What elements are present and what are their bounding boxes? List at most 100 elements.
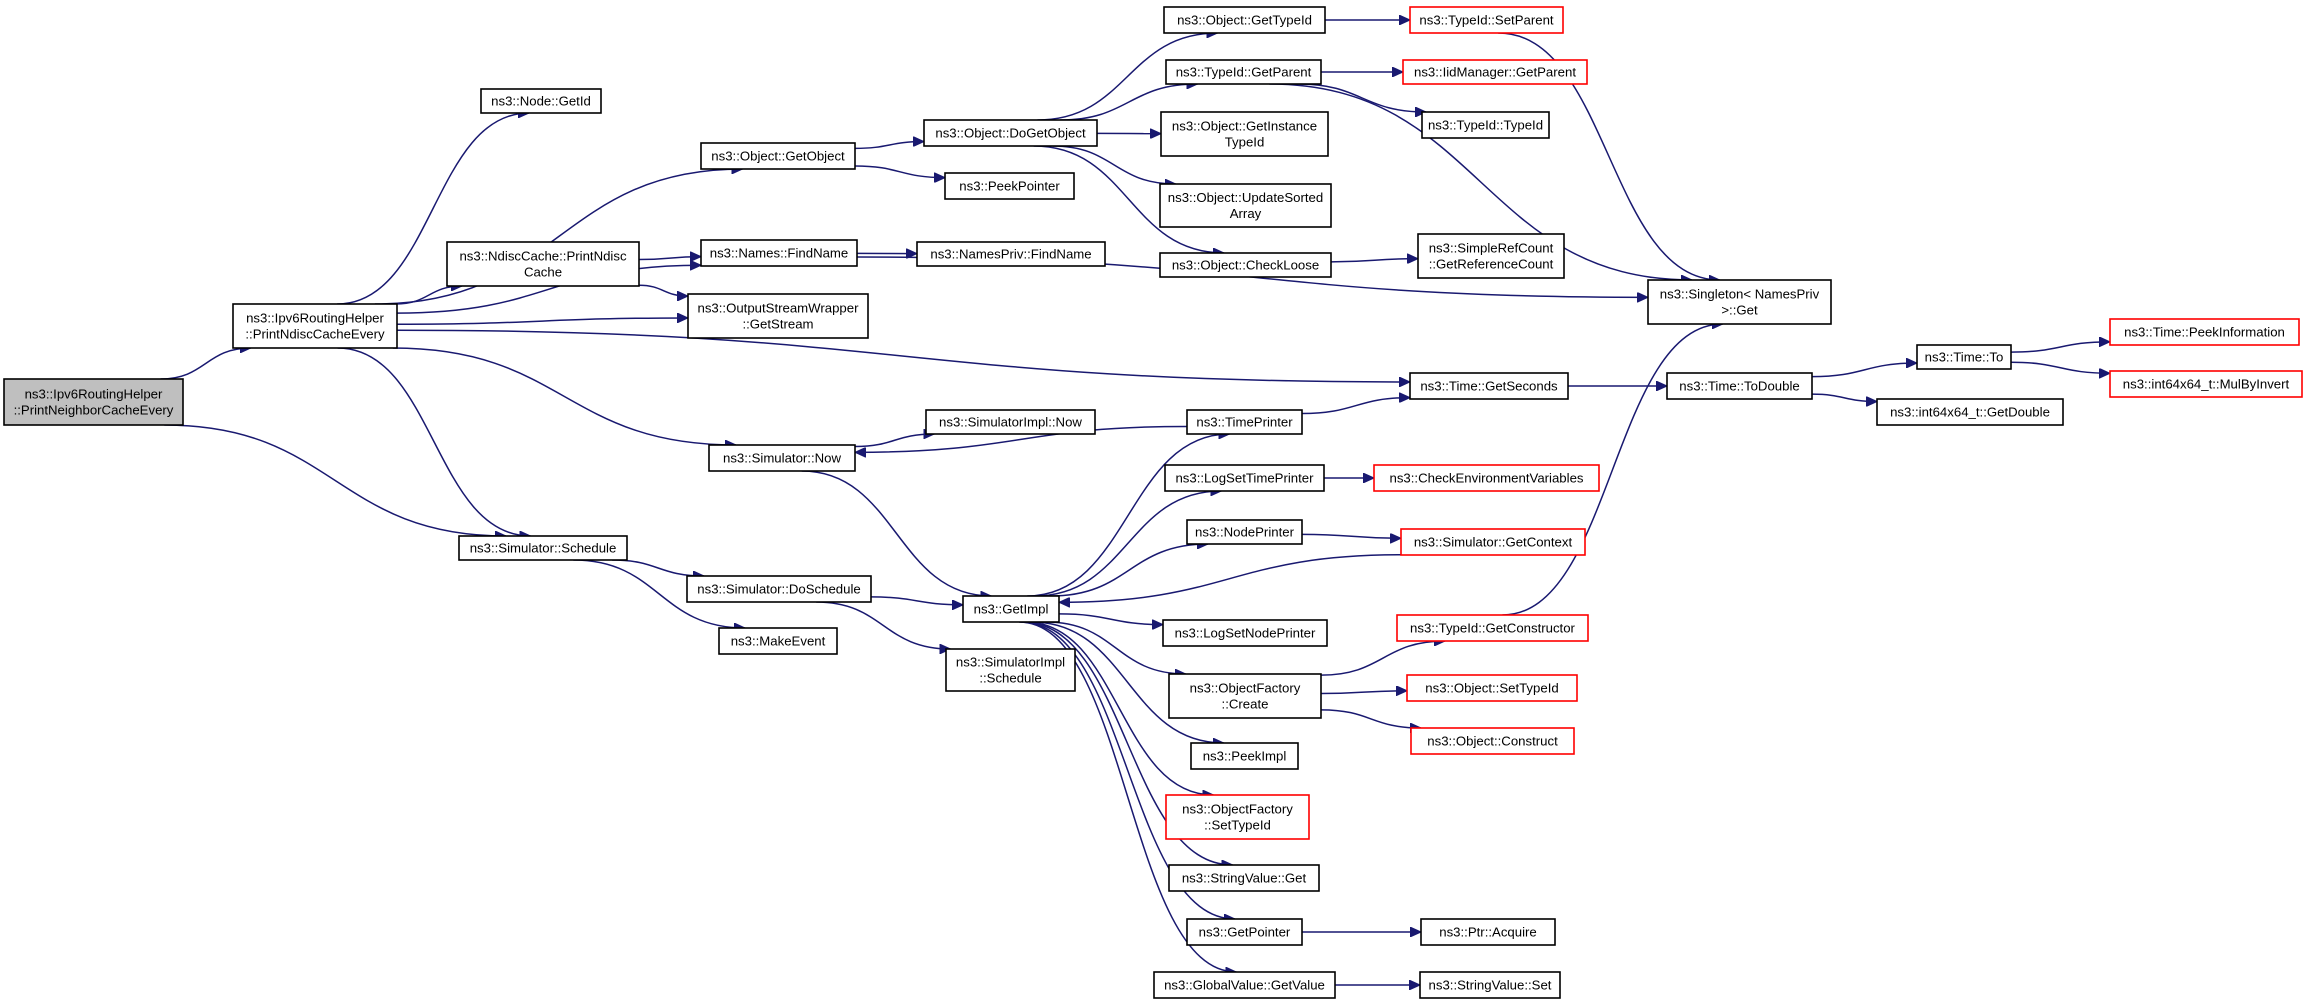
node-singleton[interactable]: ns3::Singleton< NamesPriv >::Get [1647,279,1832,325]
node-getid[interactable]: ns3::Node::GetId [480,88,602,114]
node-checkloose[interactable]: ns3::Object::CheckLoose [1159,252,1332,278]
node-pnce[interactable]: ns3::Ipv6RoutingHelper::PrintNdiscCacheE… [232,303,398,349]
node-objconstruct[interactable]: ns3::Object::Construct [1410,727,1575,755]
node-iidgetparent[interactable]: ns3::IidManager::GetParent [1402,59,1588,85]
node-getpointer[interactable]: ns3::GetPointer [1186,918,1303,946]
node-ndisc[interactable]: ns3::NdiscCache::PrintNdiscCache [446,241,640,287]
node-tidsetparent[interactable]: ns3::TypeId::SetParent [1409,6,1564,34]
edge-pnce-to-getobject [374,169,743,305]
node-osw[interactable]: ns3::OutputStreamWrapper::GetStream [687,293,869,339]
edge-simnow-to-getimpl [801,470,992,596]
node-dogetobject[interactable]: ns3::Object::DoGetObject [923,119,1098,147]
node-logsetnp[interactable]: ns3::LogSetNodePrinter [1162,619,1328,647]
node-box [944,172,1075,200]
node-box [1153,971,1336,999]
node-checkenv[interactable]: ns3::CheckEnvironmentVariables [1373,464,1600,492]
node-npfindname[interactable]: ns3::NamesPriv::FindName [916,241,1106,267]
edge-doschedule-to-getimpl [870,596,963,605]
edge-dogetobject-to-tidgetparent [1060,84,1198,121]
edge-getobject-to-dogetobject [854,142,924,150]
node-label: ns3::Simulator::GetContext [1414,535,1573,550]
node-box [3,378,184,426]
node-getimpl[interactable]: ns3::GetImpl [962,595,1060,623]
node-timeto[interactable]: ns3::Time::To [1916,344,2012,370]
node-box [1159,183,1332,228]
node-simnow[interactable]: ns3::Simulator::Now [708,444,856,472]
node-label: ns3::OutputStreamWrapper [697,301,859,316]
node-peekimpl[interactable]: ns3::PeekImpl [1190,742,1299,770]
edge-doschedule-to-simimplsched [816,601,950,649]
node-doschedule[interactable]: ns3::Simulator::DoSchedule [686,575,872,603]
node-box [1417,233,1565,279]
node-box [923,119,1098,147]
node-ofcreate[interactable]: ns3::ObjectFactory::Create [1168,673,1322,719]
node-int64getdouble[interactable]: ns3::int64x64_t::GetDouble [1876,398,2064,426]
node-label: ::PrintNeighborCacheEvery [14,403,174,418]
edge-ofcreate-to-tidgetconstructor [1320,641,1445,676]
node-label: ns3::Object::DoGetObject [935,126,1086,141]
node-simimplnow[interactable]: ns3::SimulatorImpl::Now [925,409,1096,435]
node-box [1419,971,1561,999]
node-timeprinter[interactable]: ns3::TimePrinter [1186,409,1303,435]
node-timetodouble[interactable]: ns3::Time::ToDouble [1666,372,1813,400]
node-label: ns3::ObjectFactory [1190,681,1301,696]
node-label: ns3::TypeId::TypeId [1428,118,1543,133]
node-objgettypeid[interactable]: ns3::Object::GetTypeId [1163,6,1326,34]
node-nodeprinter[interactable]: ns3::NodePrinter [1186,519,1303,545]
edge-getimpl-to-ofsettypeid [1025,621,1213,795]
node-box [2109,370,2303,398]
node-simimplsched[interactable]: ns3::SimulatorImpl::Schedule [945,648,1076,692]
node-box [1186,519,1303,545]
node-objsettypeid[interactable]: ns3::Object::SetTypeId [1406,674,1578,702]
node-peekpointer[interactable]: ns3::PeekPointer [944,172,1075,200]
edge-sched-to-makeevent [573,559,745,628]
node-label: ns3::Object::CheckLoose [1172,258,1319,273]
node-label: ns3::Time::PeekInformation [2124,325,2285,340]
node-label: ns3::LogSetTimePrinter [1175,471,1314,486]
edge-ofcreate-to-objsettypeid [1320,691,1407,694]
node-tidgetparent[interactable]: ns3::TypeId::GetParent [1165,59,1322,85]
node-label: ns3::IidManager::GetParent [1414,65,1576,80]
node-box [686,575,872,603]
node-int64mulbyinvert[interactable]: ns3::int64x64_t::MulByInvert [2109,370,2303,398]
edges-layer [160,20,2110,985]
edge-pnce-to-getid [337,113,529,305]
node-ofsettypeid[interactable]: ns3::ObjectFactory::SetTypeId [1165,794,1310,840]
node-timepeekinfo[interactable]: ns3::Time::PeekInformation [2109,318,2300,346]
node-sched[interactable]: ns3::Simulator::Schedule [458,535,628,561]
node-box [1168,864,1320,892]
node-box [458,535,628,561]
node-label: ns3::SimulatorImpl [956,655,1065,670]
edge-timetodouble-to-int64getdouble [1811,393,1877,401]
node-svset[interactable]: ns3::StringValue::Set [1419,971,1561,999]
node-box [1163,6,1326,34]
edge-dogetobject-to-objgettypeid [1037,33,1217,121]
node-svget[interactable]: ns3::StringValue::Get [1168,864,1320,892]
node-box [1186,918,1303,946]
node-makeevent[interactable]: ns3::MakeEvent [718,627,838,655]
node-box [1916,344,2012,370]
node-tidtypeid[interactable]: ns3::TypeId::TypeId [1421,111,1550,139]
node-logsettp[interactable]: ns3::LogSetTimePrinter [1164,464,1325,492]
node-ptracquire[interactable]: ns3::Ptr::Acquire [1420,918,1556,946]
edge-getimpl-to-timeprinter [1027,434,1229,597]
node-timegetseconds[interactable]: ns3::Time::GetSeconds [1409,372,1569,400]
node-root[interactable]: ns3::Ipv6RoutingHelper::PrintNeighborCac… [3,378,184,426]
edge-timeprinter-to-simnow [855,425,1188,452]
node-simplerefcount[interactable]: ns3::SimpleRefCount::GetReferenceCount [1417,233,1565,279]
node-getobject[interactable]: ns3::Object::GetObject [700,142,856,170]
node-label: ns3::NamesPriv::FindName [930,247,1091,262]
edge-tidgetparent-to-singleton [1269,83,1692,280]
node-box [1409,6,1564,34]
node-gvgetvalue[interactable]: ns3::GlobalValue::GetValue [1153,971,1336,999]
node-box [2109,318,2300,346]
node-box [1168,673,1322,719]
node-simgetcontext[interactable]: ns3::Simulator::GetContext [1400,528,1586,556]
node-tidgetconstructor[interactable]: ns3::TypeId::GetConstructor [1396,614,1589,642]
edge-dogetobject-to-checkloose [1033,145,1224,253]
node-box [687,293,869,339]
node-label: ns3::TypeId::GetParent [1176,65,1312,80]
node-findname[interactable]: ns3::Names::FindName [700,239,858,267]
